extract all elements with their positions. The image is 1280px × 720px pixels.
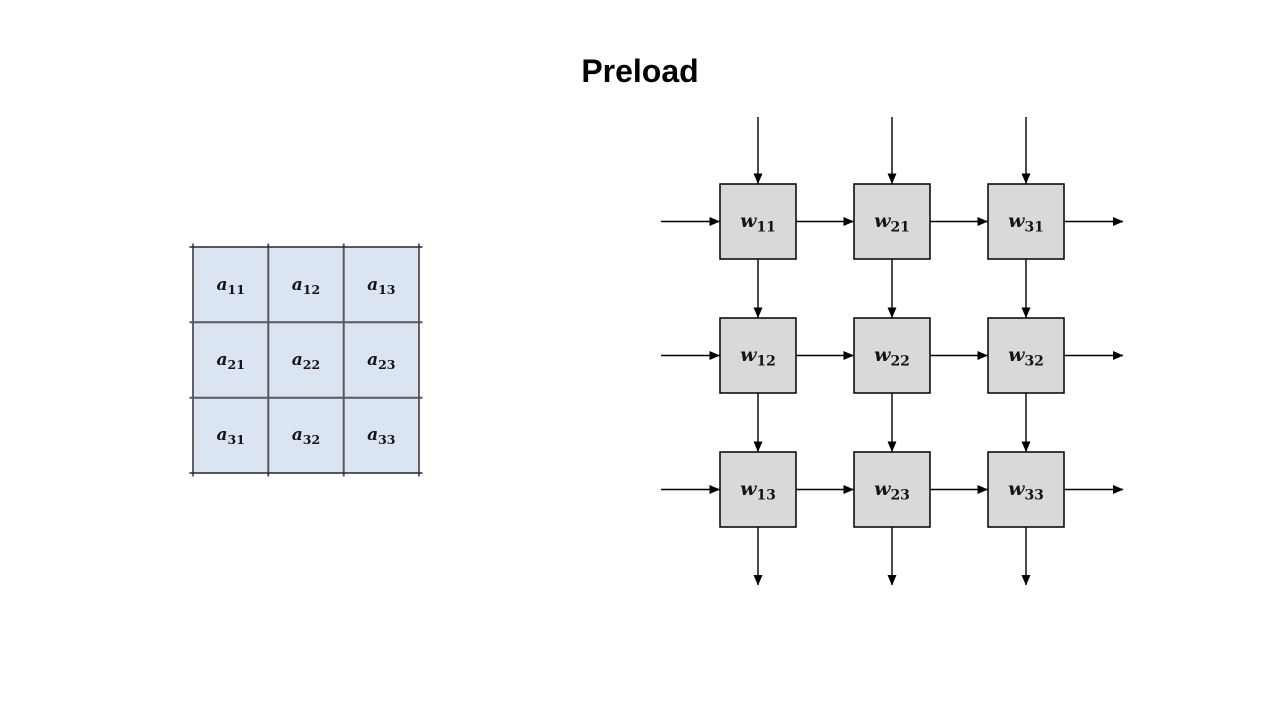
pe-box-w23: [853, 451, 931, 528]
matrix-background: [193, 247, 419, 473]
pe-label: w11: [740, 210, 776, 236]
pe-label: w21: [874, 210, 910, 236]
pe-label: w33: [1008, 478, 1044, 504]
input-matrix: a11 a12 a13 a21 a22 a23 a31 a32 a33: [189, 243, 423, 477]
matrix-cell-label: a32: [292, 425, 320, 447]
systolic-array: w11 w21 w31 w12 w22 w32 w13 w23 w33: [661, 117, 1124, 586]
matrix-cell-label: a33: [367, 425, 395, 447]
pe-label: w12: [740, 344, 776, 370]
matrix-cell-label: a11: [216, 275, 244, 297]
pe-box-w11: [719, 183, 797, 260]
matrix-cell-label: a23: [367, 350, 395, 372]
pe-box-w22: [853, 317, 931, 394]
matrix-cell-label: a21: [216, 350, 244, 372]
pe-label: w13: [740, 478, 776, 504]
matrix-cell-label: a31: [216, 425, 244, 447]
pe-box-w21: [853, 183, 931, 260]
matrix-cell-label: a12: [292, 275, 320, 297]
pe-box-w13: [719, 451, 797, 528]
pe-box-w12: [719, 317, 797, 394]
pe-box-w31: [987, 183, 1065, 260]
pe-label: w32: [1008, 344, 1044, 370]
matrix-cell-label: a13: [367, 275, 395, 297]
pe-box-w32: [987, 317, 1065, 394]
pe-label: w23: [874, 478, 910, 504]
slide-title: Preload: [581, 53, 699, 89]
matrix-cell-label: a22: [292, 350, 320, 372]
pe-box-w33: [987, 451, 1065, 528]
pe-label: w31: [1008, 210, 1044, 236]
pe-label: w22: [874, 344, 910, 370]
